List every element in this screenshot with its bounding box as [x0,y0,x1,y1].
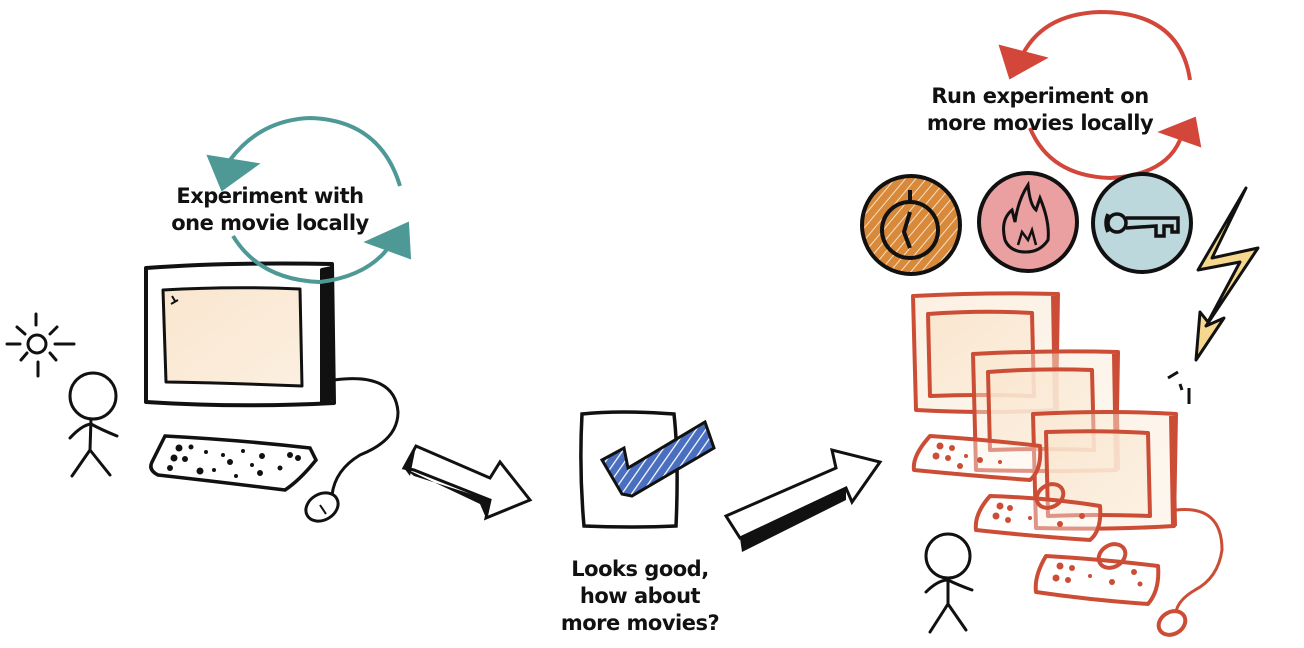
arrow-up-right-icon [723,447,883,552]
lightning-bolt-icon [1167,186,1260,404]
local-experiment-caption: Experiment with one movie locally [160,183,380,237]
caption-line: Looks good, [571,557,709,581]
keyboard-keys [932,442,1143,587]
iteration-loop-icon [998,9,1202,181]
caption-line: one movie locally [171,211,369,235]
caption-line: more movies locally [926,111,1154,135]
person-icon [924,532,974,634]
keyboard-icon [149,434,319,492]
stopwatch-icon [860,174,962,276]
review-caption: Looks good, how about more movies? [540,556,740,637]
checkbox-icon [579,410,716,529]
mouse-icon [304,491,340,523]
computer-cluster-icon [911,291,1224,637]
caption-line: Run experiment on [931,84,1149,108]
local-experiment-stage [5,115,412,523]
caption-line: Experiment with [176,184,364,208]
key-icon [1091,172,1193,274]
iteration-loop-icon [206,115,412,285]
computer-monitor-icon [144,261,336,408]
batch-experiment-caption: Run experiment on more movies locally [920,83,1160,137]
caption-line: how about [579,584,701,608]
arrow-right-icon [401,444,533,521]
batch-experiment-stage [860,9,1260,637]
sun-icon [5,312,76,378]
mouse-cable [330,377,400,496]
caption-line: more movies? [560,611,720,635]
fire-icon [977,171,1079,273]
person-icon [68,371,119,478]
